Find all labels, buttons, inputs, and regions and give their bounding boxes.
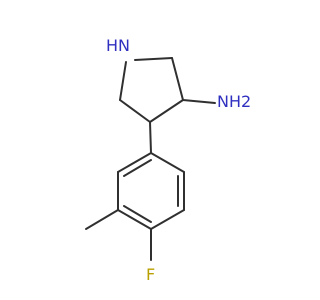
bond-c4-aryl <box>149 121 152 154</box>
amine-label: NH2 <box>217 92 251 111</box>
bond-ar5-methyl <box>85 209 119 230</box>
ring-nitrogen-label: HN <box>106 36 130 55</box>
molecule-structure: HN NH2 F <box>85 36 251 284</box>
bond-ar6-ar1 <box>117 152 152 173</box>
bond-ar6-ar1-inner <box>123 159 152 177</box>
bond-ar1-ar2 <box>150 152 185 173</box>
bond-ar4-ar5-inner <box>123 205 152 223</box>
bond-c4-c5 <box>119 99 151 123</box>
bond-c5-n <box>119 61 127 101</box>
fluorine-label: F <box>146 265 155 284</box>
bond-ar3-ar4 <box>150 209 185 230</box>
bond-c3-c4 <box>149 99 184 123</box>
bond-n-c2 <box>134 57 173 61</box>
bond-c2-c3 <box>171 57 184 101</box>
bond-c3-nh2 <box>182 99 216 104</box>
bond-ar4-ar5 <box>117 209 152 230</box>
